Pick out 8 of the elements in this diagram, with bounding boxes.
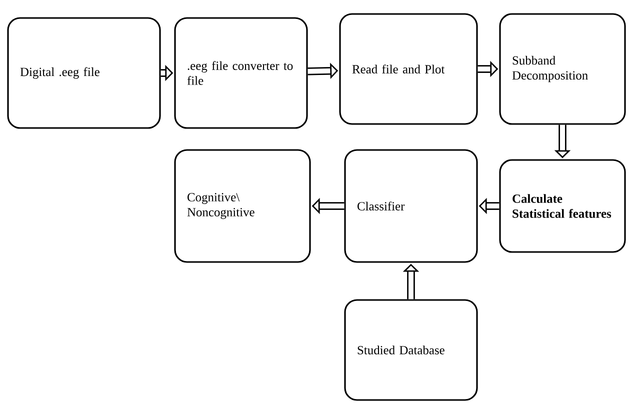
process-box: Subband Decomposition [499,13,626,125]
process-box: .eeg file converter to file [174,17,308,129]
process-box: Cognitive\ Noncognitive [174,149,311,263]
process-box: Calculate Statistical features [499,159,626,253]
process-box: Read file and Plot [339,13,478,125]
process-box: Studied Database [344,299,478,401]
process-box: Digital .eeg file [7,17,161,129]
process-box: Classifier [344,149,478,263]
